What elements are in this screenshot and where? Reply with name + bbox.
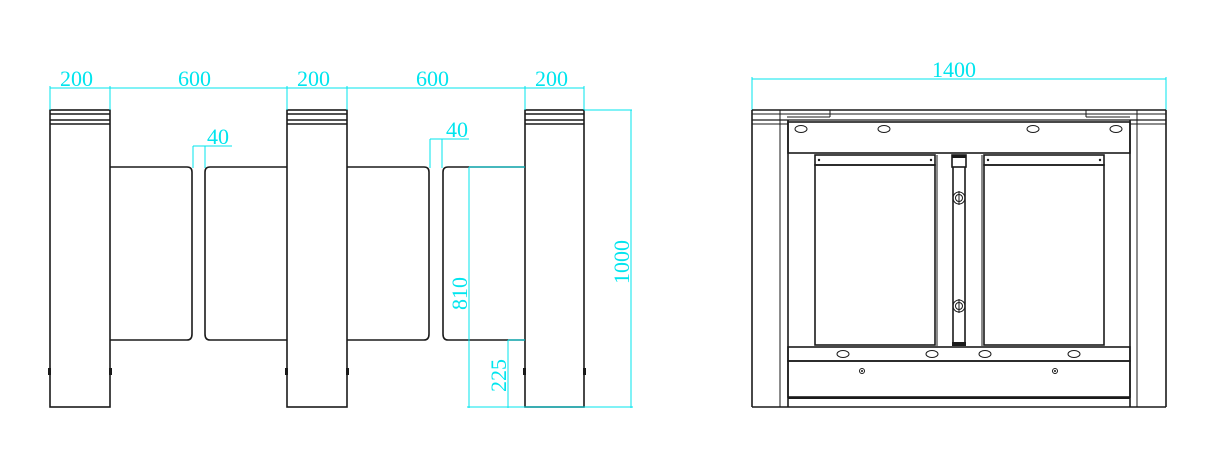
dim-200-a: 200 (60, 66, 93, 91)
dim-1000: 1000 (609, 240, 634, 284)
panel-4 (442, 166, 525, 341)
dim-200-c: 200 (535, 66, 568, 91)
height-dimensions: 810 225 1000 (447, 109, 634, 408)
dim-gap-40-b: 40 (446, 117, 468, 142)
side-view: 1400 (751, 57, 1167, 408)
dim-810: 810 (447, 277, 472, 310)
bolt-top (952, 191, 966, 205)
dim-gap-40-a: 40 (207, 124, 229, 149)
dim-200-b: 200 (297, 66, 330, 91)
cabinet-middle (285, 109, 349, 408)
dim-600-b: 600 (416, 66, 449, 91)
front-view: 200 600 200 600 200 40 40 810 2 (48, 66, 634, 408)
dim-1400: 1400 (932, 57, 976, 82)
dim-600-a: 600 (178, 66, 211, 91)
panel-2 (204, 166, 287, 341)
panel-3 (347, 166, 430, 341)
dim-225: 225 (486, 359, 511, 392)
bolt-bottom (952, 299, 966, 313)
gap-dimensions: 40 40 (192, 117, 469, 168)
top-dimensions: 200 600 200 600 200 (49, 66, 585, 110)
cabinet-right (523, 109, 586, 408)
panel-1 (110, 166, 193, 341)
cabinet-left (48, 109, 112, 408)
